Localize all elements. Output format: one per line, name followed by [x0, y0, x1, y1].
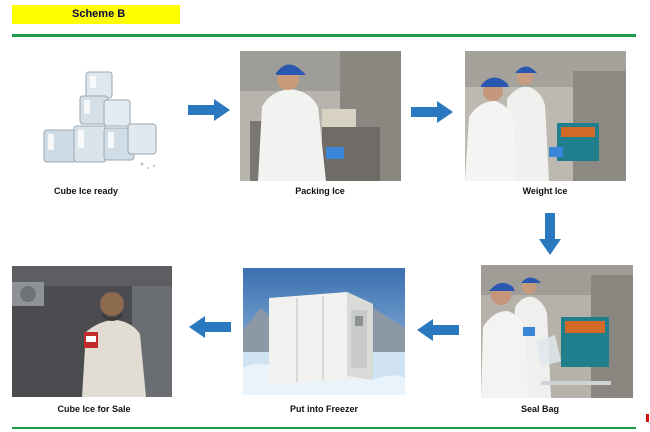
worker-sealing-image	[481, 265, 633, 398]
step-label-put-into-freezer: Put into Freezer	[289, 404, 358, 414]
step-label-seal-bag: Seal Bag	[520, 404, 560, 414]
step-label-packing-ice: Packing Ice	[295, 186, 345, 196]
ice-cubes-image	[38, 66, 168, 178]
step-label-cube-ice-for-sale: Cube Ice for Sale	[57, 404, 131, 414]
arrow-icon	[188, 99, 230, 121]
step-label-cube-ice-ready: Cube Ice ready	[53, 186, 119, 196]
workers-weighing-image	[465, 51, 626, 181]
arrow-icon	[539, 213, 561, 255]
top-divider	[12, 34, 636, 37]
scheme-title: Scheme B	[12, 5, 180, 24]
arrow-icon	[411, 101, 453, 123]
worker-packing-image	[240, 51, 401, 181]
arrow-icon	[189, 316, 231, 338]
man-with-ice-bag-image	[12, 266, 172, 397]
cold-room-image	[243, 268, 405, 395]
bottom-divider	[12, 427, 636, 429]
step-label-weight-ice: Weight Ice	[522, 186, 568, 196]
arrow-icon	[417, 319, 459, 341]
edge-mark	[646, 414, 649, 422]
